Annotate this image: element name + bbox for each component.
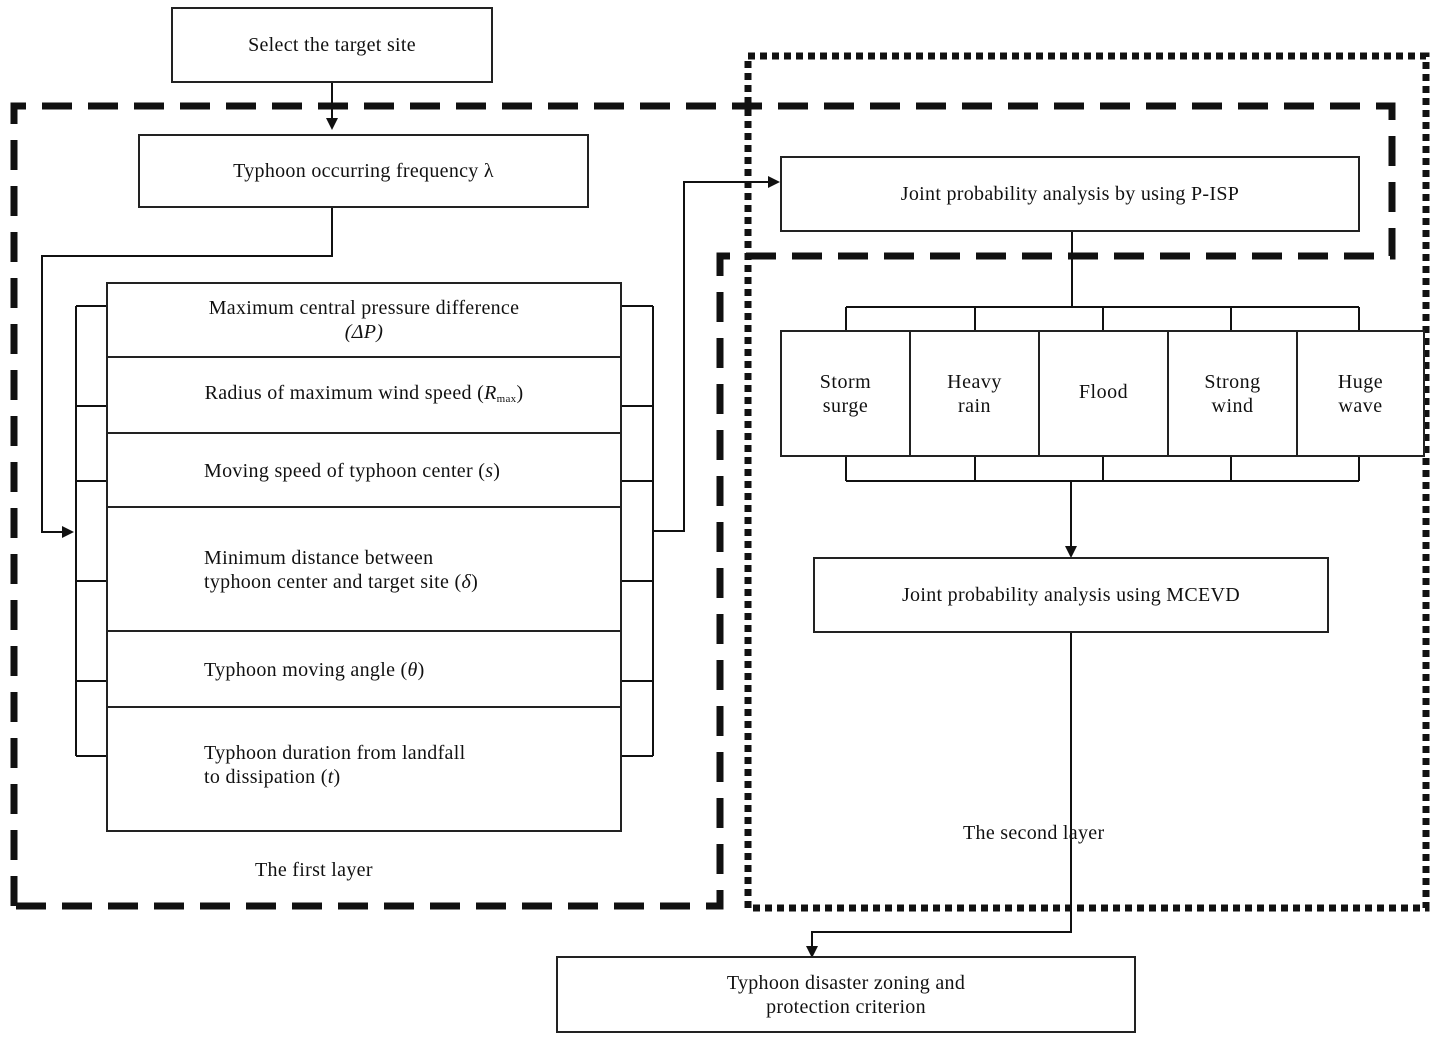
parameter-moving-speed-close: )	[493, 460, 501, 482]
parameter-minimum-distance-text: Minimum distance between typhoon center …	[204, 547, 462, 593]
parameter-minimum-distance: Minimum distance between typhoon center …	[108, 510, 620, 632]
arrow-frequency-to-parameters	[41, 207, 333, 538]
hazard-strong-wind-label: Strong wind	[1204, 370, 1261, 417]
arrow-parameters-to-pisp	[653, 176, 780, 532]
parameter-moving-angle-text: Typhoon moving angle (	[204, 659, 408, 681]
typhoon-frequency-label: Typhoon occurring frequency λ	[233, 160, 494, 182]
joint-probability-mcevd-label: Joint probability analysis using MCEVD	[901, 584, 1241, 606]
hazard-flood-label: Flood	[1078, 381, 1129, 403]
first-layer-label: The first layer	[255, 859, 373, 881]
parameter-max-wind-radius: Radius of maximum wind speed (Rmax)	[108, 360, 620, 434]
hazard-strong-wind: Strong wind	[1169, 332, 1298, 455]
parameter-moving-speed-text: Moving speed of typhoon center (	[204, 460, 486, 482]
select-target-site-label: Select the target site	[248, 34, 416, 56]
parameter-duration-text: Typhoon duration from landfall to dissip…	[204, 742, 466, 788]
select-target-site-box: Select the target site	[171, 7, 493, 83]
joint-probability-pisp-box: Joint probability analysis by using P-IS…	[780, 156, 1360, 232]
hazard-storm-surge-label: Storm surge	[819, 370, 872, 417]
hazards-bottom-bracket	[845, 456, 1360, 482]
disaster-zoning-label: Typhoon disaster zoning and protection c…	[726, 971, 966, 1018]
parameters-right-bracket	[621, 305, 654, 757]
typhoon-hazards-row: Storm surge Heavy rain Flood Strong wind…	[780, 330, 1425, 457]
hazard-heavy-rain: Heavy rain	[911, 332, 1040, 455]
parameter-moving-speed-symbol: s	[485, 460, 494, 482]
joint-probability-pisp-label: Joint probability analysis by using P-IS…	[900, 183, 1240, 205]
hazards-top-bracket	[845, 306, 1360, 332]
hazard-flood: Flood	[1040, 332, 1169, 455]
hazard-heavy-rain-label: Heavy rain	[947, 370, 1002, 417]
hazard-huge-wave-label: Huge wave	[1337, 370, 1384, 417]
parameters-left-bracket	[75, 305, 107, 757]
parameter-max-wind-radius-symbol: R	[484, 382, 497, 404]
hazard-storm-surge: Storm surge	[782, 332, 911, 455]
parameter-moving-angle-symbol: θ	[407, 659, 418, 681]
first-layer-boundary	[10, 102, 1396, 910]
parameter-minimum-distance-close: )	[471, 571, 479, 593]
arrow-mcevd-to-zoning	[806, 632, 1072, 958]
disaster-zoning-box: Typhoon disaster zoning and protection c…	[556, 956, 1136, 1033]
joint-probability-mcevd-box: Joint probability analysis using MCEVD	[813, 557, 1329, 633]
parameter-moving-angle: Typhoon moving angle (θ)	[108, 634, 620, 708]
typhoon-parameters-stack: Maximum central pressure difference (ΔP)…	[106, 282, 622, 832]
parameter-pressure-difference-symbol: (ΔP)	[344, 321, 384, 343]
parameter-minimum-distance-symbol: δ	[461, 571, 472, 593]
second-layer-boundary	[744, 52, 1430, 912]
hazard-huge-wave: Huge wave	[1298, 332, 1423, 455]
parameter-pressure-difference: Maximum central pressure difference (ΔP)	[108, 284, 620, 358]
parameter-moving-speed: Moving speed of typhoon center (s)	[108, 436, 620, 508]
second-layer-label: The second layer	[963, 822, 1105, 844]
parameter-duration-close: )	[333, 766, 341, 788]
parameter-max-wind-radius-text: Radius of maximum wind speed (	[204, 382, 485, 404]
parameter-pressure-difference-text: Maximum central pressure difference	[208, 297, 520, 319]
parameter-duration-symbol: t	[327, 766, 334, 788]
parameter-duration: Typhoon duration from landfall to dissip…	[108, 710, 620, 830]
parameter-moving-angle-close: )	[417, 659, 425, 681]
typhoon-frequency-box: Typhoon occurring frequency λ	[138, 134, 589, 208]
parameter-max-wind-radius-close: )	[516, 382, 524, 404]
parameter-max-wind-radius-subscript: max	[496, 393, 517, 405]
